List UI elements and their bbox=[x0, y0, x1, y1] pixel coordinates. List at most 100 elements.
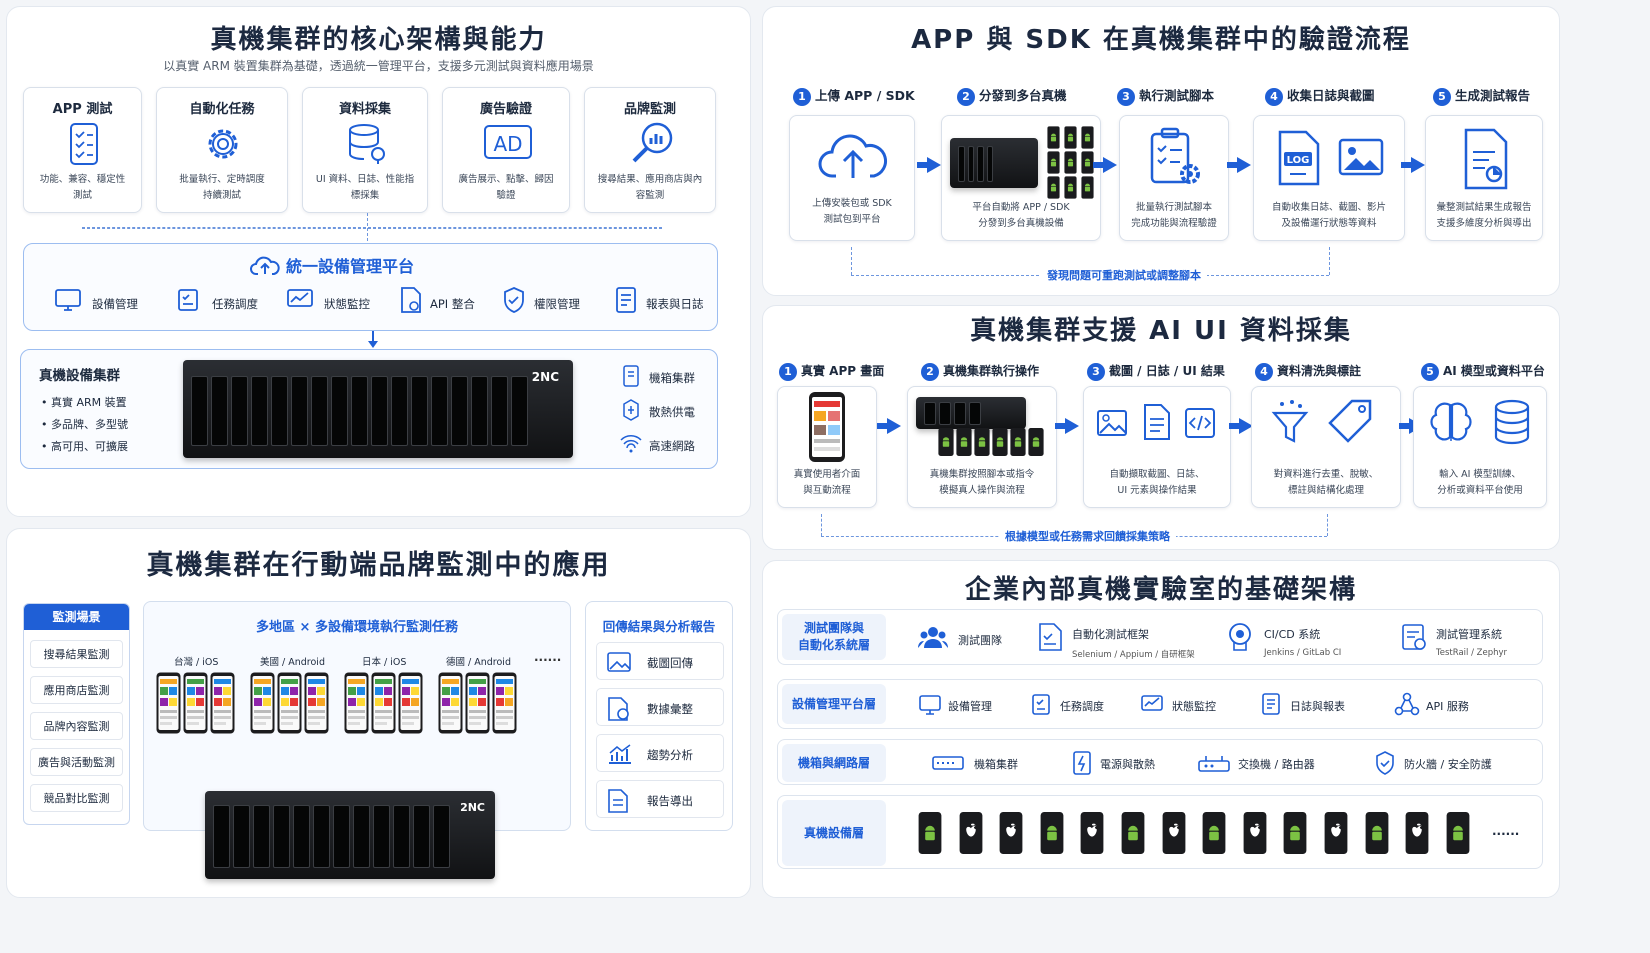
scene-item: 搜尋結果監測 bbox=[30, 640, 123, 668]
step-card-ai: 輸入 AI 模型訓練、分析或資料平台使用 bbox=[1413, 386, 1547, 508]
platform-item: 設備管理 bbox=[92, 297, 138, 311]
flow-arrow bbox=[1093, 157, 1117, 173]
data-merge-icon bbox=[608, 697, 629, 721]
server-bay bbox=[491, 375, 508, 447]
cicd-icon bbox=[1229, 623, 1251, 651]
android-phone-icon bbox=[1081, 151, 1094, 174]
step-card-logs: LOG 自動收集日誌、截圖、影片及設備運行狀態等資料 bbox=[1253, 115, 1405, 241]
server-bay bbox=[977, 146, 984, 182]
layer-label: 機箱與網路層 bbox=[782, 744, 886, 782]
result-item: 數據彙整 bbox=[596, 688, 724, 726]
image-icon bbox=[1097, 410, 1127, 436]
layer-chassis-network: 機箱與網路層 機箱集群 電源與散熱 交換機 / 路由器 防火牆 / 安全防護 bbox=[777, 739, 1543, 785]
layer-label: 真機設備層 bbox=[782, 800, 886, 866]
panel-subtitle: 以真實 ARM 裝置集群為基礎，透過統一管理平台，支援多元測試與資料應用場景 bbox=[163, 59, 594, 73]
result-item: 報告導出 bbox=[596, 780, 724, 818]
ios-phone-icon bbox=[999, 812, 1023, 854]
cluster-title: 真機設備集群 bbox=[39, 368, 120, 384]
step-desc: 真實使用者介面與互動流程 bbox=[793, 469, 861, 496]
platform-item: API 整合 bbox=[430, 297, 475, 311]
database-icon bbox=[1494, 399, 1530, 445]
step-card-cluster-op: 真機集群按照腳本或指令模擬真人操作與流程 bbox=[907, 386, 1057, 508]
monitor-icon bbox=[55, 289, 81, 311]
android-phone-icon bbox=[1064, 126, 1077, 149]
smartphone-icon bbox=[371, 672, 396, 734]
card-brand-monitor: 品牌監測 搜尋結果、應用商店與內容監測 bbox=[584, 87, 716, 213]
phone-checklist-icon bbox=[70, 123, 98, 165]
feedback-loop-line bbox=[821, 514, 822, 536]
cluster-bullet: • 真實 ARM 裝置 bbox=[41, 396, 127, 409]
layer-item: API 服務 bbox=[1426, 700, 1469, 713]
phone-grid bbox=[1046, 126, 1096, 200]
flow-arrow bbox=[917, 157, 941, 173]
server-bay bbox=[471, 375, 488, 447]
card-desc: 功能、兼容、穩定性測試 bbox=[39, 174, 126, 201]
android-phone-icon bbox=[974, 428, 990, 456]
server-chassis bbox=[916, 397, 1026, 429]
smartphone-app-icon bbox=[809, 392, 845, 462]
feedback-loop-text: 根據模型或任務需求回饋採集策略 bbox=[999, 528, 1176, 544]
result-item: 趨勢分析 bbox=[596, 734, 724, 772]
flow-arrow bbox=[877, 418, 901, 434]
android-phone-icon bbox=[1040, 812, 1064, 854]
server-bay bbox=[253, 805, 270, 869]
flow-arrow bbox=[1055, 418, 1079, 434]
code-icon bbox=[1185, 408, 1215, 438]
android-phone-icon bbox=[1064, 151, 1077, 174]
framework-doc-icon bbox=[1039, 623, 1062, 651]
step-card-real-app: 真實使用者介面與互動流程 bbox=[777, 386, 877, 508]
server-bay bbox=[291, 375, 308, 447]
result-item: 截圖回傳 bbox=[596, 642, 724, 680]
smartphone-icon bbox=[210, 672, 235, 734]
server-bay bbox=[211, 375, 228, 447]
wifi-icon bbox=[620, 435, 642, 453]
android-phone-icon bbox=[1283, 812, 1307, 854]
document-icon bbox=[1144, 404, 1170, 440]
server-bay bbox=[954, 402, 966, 426]
report-chart-icon bbox=[1464, 128, 1508, 190]
connector-line bbox=[82, 227, 662, 229]
server-bay bbox=[251, 375, 268, 447]
region-phones bbox=[438, 672, 522, 736]
card-desc: 批量執行、定時調度持續測試 bbox=[179, 174, 265, 201]
monitor-icon bbox=[919, 695, 941, 715]
step-desc: 輸入 AI 模型訓練、分析或資料平台使用 bbox=[1437, 469, 1523, 496]
ios-phone-icon bbox=[959, 812, 982, 854]
step-desc: 自動擷取截圖、日誌、UI 元素與操作結果 bbox=[1109, 469, 1205, 496]
android-phone-icon bbox=[1010, 428, 1026, 456]
server-bay bbox=[333, 805, 350, 869]
chassis-rack-icon bbox=[932, 756, 964, 770]
panel-title: 真機集群在行動端品牌監測中的應用 bbox=[146, 550, 611, 581]
layer-item: 任務調度 bbox=[1060, 700, 1104, 713]
firewall-shield-icon bbox=[1376, 751, 1394, 775]
platform-title: 統一設備管理平台 bbox=[286, 257, 415, 276]
feedback-loop-line bbox=[1329, 247, 1330, 275]
server-bay bbox=[393, 805, 410, 869]
android-phone-icon bbox=[1047, 151, 1060, 174]
clipboard-check-icon bbox=[1032, 694, 1050, 715]
region-label: 台灣 / iOS bbox=[174, 657, 219, 668]
platform-item: 權限管理 bbox=[534, 297, 580, 311]
ios-phone-icon bbox=[1162, 812, 1185, 854]
connector-line bbox=[367, 213, 368, 241]
feedback-loop-line bbox=[851, 247, 852, 275]
report-export-icon bbox=[608, 789, 628, 813]
smartphone-icon bbox=[277, 672, 302, 734]
ios-phone-icon bbox=[1243, 812, 1267, 854]
step-card-capture: 自動擷取截圖、日誌、UI 元素與操作結果 bbox=[1083, 386, 1231, 508]
server-bay bbox=[353, 805, 370, 869]
server-bay bbox=[451, 375, 468, 447]
step-desc: 批量執行測試腳本完成功能與流程驗證 bbox=[1131, 202, 1217, 229]
filter-icon bbox=[1271, 400, 1309, 443]
scene-item: 競品對比監測 bbox=[30, 784, 123, 812]
flow-arrow bbox=[1401, 157, 1425, 173]
